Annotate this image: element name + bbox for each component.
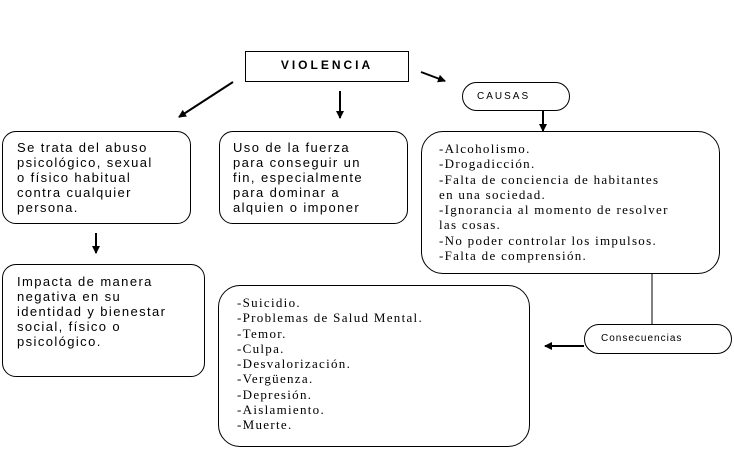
consecuencia-item: -Problemas de Salud Mental. [237, 310, 424, 326]
causas-list-box: -Alcoholismo. -Drogadicción. -Falta de c… [421, 131, 720, 274]
consecuencias-list-box: -Suicidio. -Problemas de Salud Mental. -… [218, 285, 530, 447]
causa-item: -No poder controlar los impulsos. [439, 232, 658, 248]
title-box: VIOLENCIA [245, 51, 409, 82]
consecuencia-item: -Culpa. [237, 340, 285, 356]
causa-item: -Drogadicción. [439, 156, 536, 172]
causa-item: en una sociedad. [439, 186, 547, 202]
consecuencia-item: -Aislamiento. [237, 402, 326, 418]
causa-item: -Falta de conciencia de habitantes [439, 171, 660, 187]
abuse-definition-box: Se trata del abuso psicológico, sexual o… [2, 131, 191, 224]
causas-label: CAUSAS [462, 82, 570, 111]
consecuencia-item: -Desvalorización. [237, 356, 352, 372]
consecuencia-item: -Vergüenza. [237, 371, 314, 387]
force-definition-box: Uso de la fuerza para conseguir un fin, … [219, 131, 408, 224]
consecuencia-item: -Temor. [237, 325, 287, 341]
consecuencias-label: Consecuencias [584, 324, 732, 354]
causa-item: -Ignorancia al momento de resolver [439, 202, 669, 218]
arrow-to-abuse-definition [178, 81, 234, 118]
consecuencia-item: -Depresión. [237, 386, 313, 402]
impact-box: Impacta de manera negativa en su identid… [2, 264, 205, 377]
causa-item: las cosas. [439, 217, 502, 233]
causa-item: -Falta de comprensión. [439, 248, 588, 264]
consecuencia-item: -Muerte. [237, 417, 293, 433]
causa-item: -Alcoholismo. [439, 141, 531, 156]
arrow-to-causas [420, 71, 446, 83]
consecuencia-item: -Suicidio. [237, 295, 301, 310]
